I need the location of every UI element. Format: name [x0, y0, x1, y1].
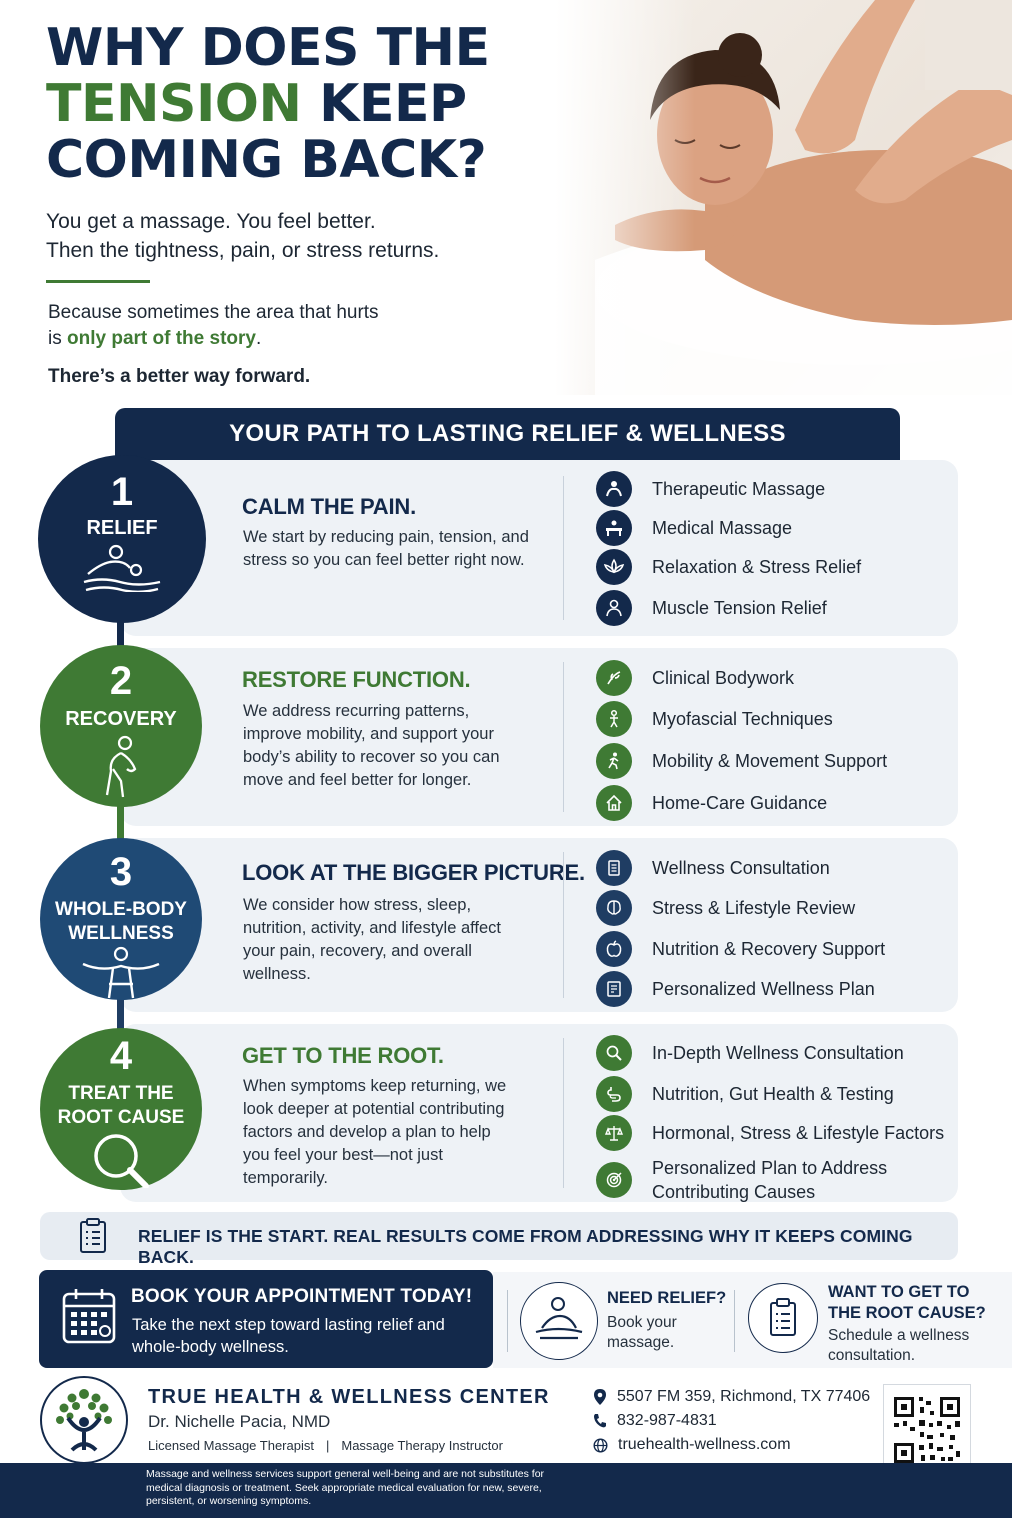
- divider: [507, 1290, 508, 1352]
- need-relief-heading[interactable]: NEED RELIEF?: [607, 1289, 727, 1307]
- hands-icon: [596, 471, 632, 507]
- step-2-description: We address recurring patterns, improve m…: [243, 702, 500, 789]
- step-4-badge: 4 TREAT THE ROOT CAUSE: [40, 1028, 202, 1190]
- accent-divider: [46, 280, 150, 283]
- consultation-cta-icon[interactable]: [748, 1283, 818, 1353]
- better-way-text: There’s a better way forward.: [48, 366, 311, 387]
- service-mobility: Mobility & Movement Support: [596, 743, 887, 779]
- service-nutrition-gut: Nutrition, Gut Health & Testing: [596, 1076, 894, 1112]
- person-shoulder-icon: [596, 590, 632, 626]
- intro-text: You get a massage. You feel better. Then…: [46, 210, 440, 262]
- qr-code[interactable]: [883, 1384, 971, 1474]
- service-in-depth-consultation: In-Depth Wellness Consultation: [596, 1035, 904, 1071]
- step-3-description: We consider how stress, sleep, nutrition…: [243, 896, 502, 983]
- root-cause-heading[interactable]: WANT TO GET TO THE ROOT CAUSE?: [828, 1283, 986, 1322]
- book-appointment-button[interactable]: BOOK YOUR APPOINTMENT TODAY! Take the ne…: [39, 1270, 493, 1368]
- step-3-heading: LOOK AT THE BIGGER PICTURE.: [242, 860, 585, 885]
- connector-line: [117, 805, 124, 850]
- doctor-name: Dr. Nichelle Pacia, NMD: [148, 1412, 331, 1431]
- divider: [563, 476, 564, 620]
- herbs-icon: [596, 660, 632, 696]
- target-icon: [596, 1162, 632, 1198]
- key-message-banner: RELIEF IS THE START. REAL RESULTS COME F…: [40, 1212, 958, 1267]
- divider: [563, 662, 564, 812]
- step-4-card: GET TO THE ROOT. When symptoms keep retu…: [120, 1024, 958, 1202]
- lotus-icon: [596, 549, 632, 585]
- roles: Licensed Massage Therapist|Massage Thera…: [148, 1438, 503, 1453]
- apple-icon: [596, 931, 632, 967]
- step-1-description: We start by reducing pain, tension, and …: [243, 528, 529, 569]
- step-2-card: RESTORE FUNCTION. We address recurring p…: [120, 648, 958, 826]
- walking-icon: [596, 743, 632, 779]
- service-clinical-bodywork: Clinical Bodywork: [596, 660, 794, 696]
- logo: [40, 1376, 128, 1464]
- banner-text: RELIEF IS THE START. REAL RESULTS COME F…: [138, 1226, 913, 1267]
- step-4-heading: GET TO THE ROOT.: [242, 1043, 444, 1068]
- globe-icon: [593, 1437, 608, 1453]
- gut-icon: [596, 1076, 632, 1112]
- service-relaxation: Relaxation & Stress Relief: [596, 549, 861, 585]
- magnifier-icon: [596, 1035, 632, 1071]
- path-header: YOUR PATH TO LASTING RELIEF & WELLNESS: [115, 408, 900, 460]
- service-nutrition-recovery: Nutrition & Recovery Support: [596, 931, 885, 967]
- location-pin-icon: [594, 1389, 606, 1405]
- phone-icon: [594, 1414, 606, 1428]
- connector-line: [117, 615, 124, 655]
- service-wellness-consultation: Wellness Consultation: [596, 850, 830, 886]
- footer-bar: [0, 1463, 1012, 1518]
- recovery-figure-icon: [105, 735, 137, 798]
- website-link[interactable]: truehealth-wellness.com: [593, 1436, 791, 1454]
- step-1-card: CALM THE PAIN. We start by reducing pain…: [120, 460, 958, 636]
- story-highlight: only part of the story: [67, 328, 256, 349]
- book-subtext: Take the next step toward lasting relief…: [132, 1316, 445, 1356]
- root-cause-subtext: Schedule a wellness consultation.: [828, 1327, 970, 1364]
- step-2-badge: 2 RECOVERY: [40, 645, 202, 807]
- open-arms-figure-icon: [82, 946, 160, 999]
- divider: [563, 852, 564, 998]
- divider: [734, 1290, 735, 1352]
- service-stress-lifestyle: Stress & Lifestyle Review: [596, 890, 855, 926]
- service-home-care: Home-Care Guidance: [596, 785, 827, 821]
- checklist-icon: [80, 1218, 106, 1253]
- phone[interactable]: 832-987-4831: [593, 1412, 717, 1430]
- home-icon: [596, 785, 632, 821]
- title-highlight: TENSION: [46, 74, 302, 134]
- service-muscle-tension: Muscle Tension Relief: [596, 590, 827, 626]
- service-personalized-plan: Personalized Wellness Plan: [596, 971, 875, 1007]
- massage-cta-icon[interactable]: [520, 1282, 598, 1360]
- magnifying-glass-icon: [94, 1134, 149, 1189]
- brain-icon: [596, 890, 632, 926]
- service-medical-massage: Medical Massage: [596, 510, 792, 546]
- address[interactable]: 5507 FM 359, Richmond, TX 77406: [593, 1388, 870, 1406]
- service-hormonal-factors: Hormonal, Stress & Lifestyle Factors: [596, 1115, 944, 1151]
- divider: [563, 1038, 564, 1188]
- step-1-badge: 1 RELIEF: [38, 455, 206, 623]
- disclaimer-text: Massage and wellness services support ge…: [146, 1468, 545, 1507]
- step-4-description: When symptoms keep returning, we look de…: [243, 1077, 507, 1187]
- need-relief-subtext: Book your massage.: [607, 1314, 677, 1351]
- page-title: WHY DOES THE TENSION KEEP COMING BACK?: [46, 18, 490, 190]
- massage-icon: [83, 544, 161, 593]
- hero-massage-photo: [555, 0, 1012, 395]
- service-therapeutic-massage: Therapeutic Massage: [596, 471, 825, 507]
- step-3-badge: 3 WHOLE-BODY WELLNESS: [40, 838, 202, 1000]
- massage-table-icon: [596, 510, 632, 546]
- body-icon: [596, 701, 632, 737]
- clipboard-icon: [596, 850, 632, 886]
- calendar-icon: [62, 1289, 116, 1344]
- step-3-card: LOOK AT THE BIGGER PICTURE. We consider …: [120, 838, 958, 1012]
- service-myofascial: Myofascial Techniques: [596, 701, 833, 737]
- step-2-heading: RESTORE FUNCTION.: [242, 667, 471, 692]
- step-1-heading: CALM THE PAIN.: [242, 494, 417, 519]
- connector-line: [117, 995, 124, 1035]
- scale-icon: [596, 1115, 632, 1151]
- story-text: Because sometimes the area that hurts is…: [48, 302, 379, 349]
- tree-person-logo-icon: [56, 1389, 112, 1452]
- plan-icon: [596, 971, 632, 1007]
- organization-name: TRUE HEALTH & WELLNESS CENTER: [148, 1386, 550, 1408]
- book-heading: BOOK YOUR APPOINTMENT TODAY!: [131, 1286, 473, 1307]
